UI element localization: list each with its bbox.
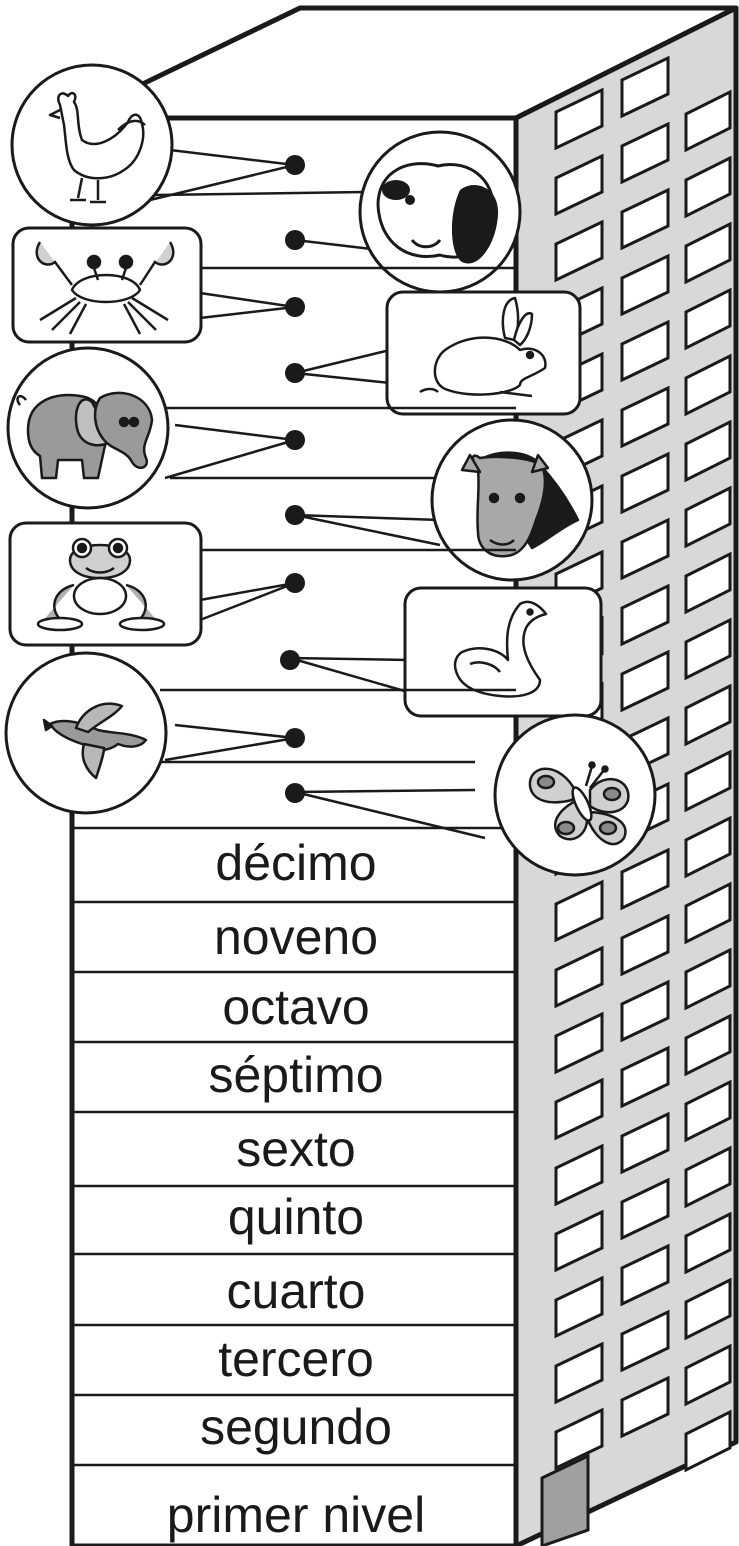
side-window (684, 89, 732, 153)
side-window (620, 1375, 670, 1439)
side-window (684, 1145, 732, 1209)
horse-callout[interactable] (170, 418, 594, 582)
side-window (554, 219, 604, 283)
side-window (554, 945, 604, 1009)
side-window (684, 815, 732, 879)
side-window (620, 517, 670, 581)
side-window (620, 847, 670, 911)
side-window (684, 617, 732, 681)
side-window (620, 649, 670, 713)
floor-label: tercero (218, 1331, 374, 1387)
side-window (620, 979, 670, 1043)
side-window (620, 385, 670, 449)
side-window (684, 1343, 732, 1407)
rooster-callout[interactable] (10, 63, 296, 227)
side-window (684, 221, 732, 285)
side-window (620, 187, 670, 251)
floor-label: séptimo (208, 1047, 384, 1103)
crab-callout[interactable] (11, 226, 516, 344)
side-window (620, 121, 670, 185)
floor-label: cuarto (226, 1263, 366, 1319)
side-window (554, 1077, 604, 1141)
side-window (684, 1277, 732, 1341)
side-window (620, 583, 670, 647)
side-window (684, 1409, 732, 1473)
side-window (620, 1309, 670, 1373)
side-window (620, 1177, 670, 1241)
rabbit-icon (419, 296, 547, 398)
side-window (684, 1013, 732, 1077)
horse-icon (460, 451, 580, 558)
rabbit-callout[interactable] (294, 290, 582, 416)
side-window (620, 1111, 670, 1175)
side-window (620, 319, 670, 383)
side-window (684, 551, 732, 615)
side-window (554, 87, 604, 151)
side-window (554, 1209, 604, 1273)
bird-callout[interactable] (4, 651, 516, 815)
side-window (620, 55, 670, 119)
rooster-icon (48, 91, 146, 204)
swan-icon (453, 600, 548, 698)
floor-label: quinto (227, 1189, 365, 1245)
floor-label: primer nivel (166, 1487, 426, 1543)
side-window (620, 1243, 670, 1307)
elephant-icon (16, 391, 154, 480)
dog-icon (376, 162, 499, 264)
side-window (554, 1407, 604, 1471)
bird-icon (42, 702, 148, 780)
side-window (684, 1211, 732, 1275)
animal-callouts (4, 63, 657, 877)
side-window (620, 1045, 670, 1109)
side-window (620, 451, 670, 515)
side-window (684, 881, 732, 945)
building-door (540, 1453, 590, 1546)
dog-callout[interactable] (154, 130, 522, 294)
side-window (554, 1143, 604, 1207)
swan-callout[interactable] (289, 586, 603, 718)
side-window (620, 253, 670, 317)
side-window (554, 153, 604, 217)
side-window (684, 749, 732, 813)
floor-label: segundo (200, 1399, 392, 1455)
side-window (620, 913, 670, 977)
side-window (684, 1079, 732, 1143)
side-window (684, 353, 732, 417)
side-window (554, 1011, 604, 1075)
butterfly-callout[interactable] (160, 713, 657, 877)
floor-label: décimo (215, 835, 377, 891)
answer-dot[interactable] (280, 650, 300, 670)
floor-label: octavo (222, 979, 370, 1035)
floor-label: noveno (213, 909, 379, 965)
crab-icon (35, 241, 175, 335)
side-window (684, 419, 732, 483)
side-window (684, 287, 732, 351)
frog-callout[interactable] (8, 521, 516, 647)
side-window (684, 155, 732, 219)
frog-icon (36, 537, 166, 632)
side-window (554, 1275, 604, 1339)
butterfly-icon (528, 761, 630, 846)
side-window (684, 683, 732, 747)
floor-label: sexto (236, 1121, 356, 1177)
side-window (554, 1341, 604, 1405)
elephant-callout[interactable] (6, 346, 516, 510)
side-window (684, 947, 732, 1011)
side-window (684, 485, 732, 549)
side-window (554, 879, 604, 943)
